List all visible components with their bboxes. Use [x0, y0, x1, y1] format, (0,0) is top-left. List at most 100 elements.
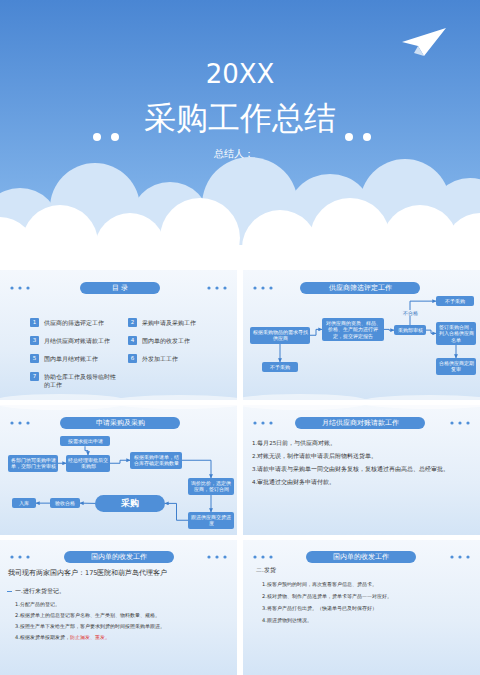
- dot: [450, 421, 453, 424]
- process-box: 验收合格: [50, 498, 80, 508]
- flow-arrow: [80, 503, 95, 504]
- node-text: 采购申请及采购工作: [142, 318, 223, 327]
- dot: [215, 555, 218, 558]
- dot: [261, 555, 264, 558]
- cloud: [230, 394, 370, 410]
- text-row: 二.发货: [256, 567, 456, 574]
- plane-fold: [414, 46, 424, 56]
- callout-number: 6: [128, 354, 137, 363]
- dot: [10, 555, 13, 558]
- dot: [215, 286, 218, 289]
- text-row: 2.对账无误，制作请款申请表后附物料送货单。: [252, 453, 474, 460]
- dot: [111, 133, 119, 141]
- flow-arrow: [280, 344, 281, 363]
- title-text: 采购工作总结: [144, 99, 336, 137]
- flow-arrow: [85, 446, 88, 455]
- dot: [26, 421, 29, 424]
- dot: [450, 555, 453, 558]
- node-text: 采购部审核: [396, 327, 424, 333]
- dot: [26, 555, 29, 558]
- dot: [253, 286, 256, 289]
- dot: [18, 421, 21, 424]
- step-text: 3.按照生产单下发给生产部，客户要求到货的时间按照采购单跟进。: [15, 623, 165, 629]
- process-box: 根据采购申请单，结合库存确定采购数量: [130, 452, 182, 469]
- slide-panel: [243, 270, 480, 400]
- step-text: 2.核对货物、制作产品送货单，货单卡等产品一一对应好。: [262, 593, 392, 599]
- node-text: 国内单月结对账工作: [44, 354, 122, 363]
- dot: [261, 286, 264, 289]
- step-text: 1.分配产品的登记。: [15, 601, 60, 607]
- process-box: 签订采购合同，列入合格供应商名单: [436, 322, 476, 345]
- dot: [261, 421, 264, 424]
- edge-label: 不合格: [402, 310, 419, 316]
- dot: [466, 555, 469, 558]
- cloud: [310, 198, 390, 278]
- step-text: 4.根据发货单按期发货，: [15, 634, 70, 640]
- text-row: 3.将客户产品打包出货。（快递单号已及时保存好）: [262, 605, 474, 611]
- author-label: 总结人：: [214, 148, 254, 159]
- bullet-text: 3.请款申请表与采购单一同交由财务复核，复核通过再由高总、总经审批。: [252, 466, 449, 472]
- bullet-text: 2.对账无误，制作请款申请表后附物料送货单。: [252, 453, 377, 459]
- node-text: 合格供应商定期复审: [438, 360, 474, 373]
- cloud: [110, 395, 250, 409]
- title-year: 20XX: [206, 59, 275, 89]
- dot: [18, 286, 21, 289]
- dot: [458, 421, 461, 424]
- toc-item: 5 国内单月结对账工作: [30, 354, 122, 363]
- step-text: 3.将客户产品打包出货。（快递单号已及时保存好）: [262, 605, 377, 611]
- intro-text: 我司现有两家国内客户：175医院和葫芦岛代理客户: [8, 569, 167, 577]
- slide-panel: [243, 405, 480, 535]
- text-row: 3.按照生产单下发给生产部，客户要求到货的时间按照采购单跟进。: [15, 623, 233, 629]
- slide-panel: [0, 270, 237, 400]
- dot: [223, 555, 226, 558]
- section-header: 供应商筛选评定工作: [300, 282, 420, 294]
- process-box: 合格供应商定期复审: [436, 358, 476, 375]
- dot: [253, 421, 256, 424]
- step-heading: 二.发货: [256, 567, 276, 573]
- process-box: 对供应商的资质、样品、价格、生产能力进行评定，提交评定报告: [322, 318, 384, 341]
- text-row: 4.跟进货物到达情况。: [262, 617, 474, 623]
- bullet-dash: [7, 591, 12, 592]
- slide-panels: [0, 270, 480, 675]
- process-box: 采购部审核: [394, 325, 426, 335]
- node-text: 入库: [14, 500, 34, 506]
- callout-number: 4: [128, 336, 137, 345]
- dot: [458, 555, 461, 558]
- section-header: 目 录: [80, 282, 160, 294]
- warning-text: 防止漏发、重发。: [70, 634, 110, 640]
- slide-panel: [243, 540, 480, 675]
- text-row: 4.根据发货单按期发货，防止漏发、重发。: [15, 634, 233, 640]
- node-text: 月结供应商对账请款工作: [322, 419, 399, 427]
- process-box: 不予采购: [262, 362, 298, 372]
- callout-number: 7: [30, 372, 39, 381]
- node-text: 国内单的收发工作: [333, 553, 389, 561]
- flow-arrow: [426, 330, 436, 333]
- node-text: 经总经理审批后交采购部: [68, 457, 108, 470]
- panel-dots: [10, 286, 469, 558]
- hub-box: 采购: [95, 495, 165, 512]
- node-text: 根据采购物品的需求寻找供应商: [252, 329, 308, 342]
- node-text: 询价比价，选定供应商，签订合同: [190, 480, 232, 493]
- step-text: 4.跟进货物到达情况。: [262, 617, 312, 623]
- node-text: 供应商的筛选评定工作: [44, 318, 122, 327]
- text-row: 4.审批通过交由财务申请付款。: [252, 479, 474, 486]
- section-header: 申请采购及采购: [60, 417, 180, 429]
- process-box: 跟进供应商交货进度: [188, 512, 234, 529]
- section-header: 国内单的收发工作: [64, 551, 174, 563]
- text-row: 2.核对货物、制作产品送货单，货单卡等产品一一对应好。: [262, 593, 474, 599]
- node-text: 签订采购合同，列入合格供应商名单: [438, 324, 474, 343]
- node-text: 供应商筛选评定工作: [329, 284, 392, 292]
- toc-item: 1供应商的筛选评定工作: [30, 318, 122, 327]
- callout-number: 5: [30, 354, 39, 363]
- node-text: 目 录: [112, 284, 128, 292]
- cloud: [160, 198, 240, 278]
- node-text: 采购: [121, 498, 139, 508]
- panel-clouds: [0, 394, 480, 410]
- dot: [207, 555, 210, 558]
- node-text: 申请采购及采购: [96, 419, 145, 427]
- process-box: 入库: [12, 498, 36, 508]
- text-row: 1.分配产品的登记。: [15, 601, 233, 607]
- dot: [363, 133, 371, 141]
- process-box: 各部门填写采购申请单，交部门主管审核: [8, 455, 58, 472]
- node-text: 外发加工工作: [142, 354, 223, 363]
